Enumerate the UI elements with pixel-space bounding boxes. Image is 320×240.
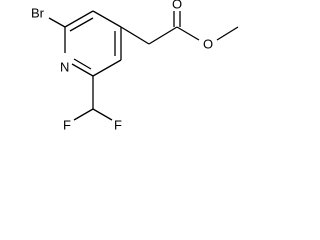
- bond-c3-c2: [92, 59, 122, 77]
- pyridine-ring: [64, 10, 122, 77]
- bond-c2-n1: [71, 63, 94, 77]
- bond-c-f-right: [92, 108, 113, 121]
- bond-c6-c5: [64, 10, 94, 28]
- structure-canvas: Br N O O F F: [31, 0, 239, 133]
- bond-c5-c4: [92, 10, 122, 28]
- carbonyl-oxygen-label: O: [172, 0, 182, 12]
- bond-c3-ch2: [120, 26, 150, 45]
- fluorine-right-label: F: [114, 118, 122, 133]
- bond-c-o-ester: [176, 26, 200, 41]
- bond-ch2-c-carbonyl: [148, 26, 178, 45]
- bond-c6-c5-inner: [69, 17, 94, 32]
- bond-c6-br: [48, 17, 66, 28]
- fluorine-left-label: F: [63, 118, 71, 133]
- bond-c2-n1-inner: [73, 58, 92, 70]
- atom-labels: Br N O O F F: [31, 0, 213, 133]
- ester-oxygen-label: O: [203, 37, 213, 52]
- bond-c-f-left: [73, 108, 94, 121]
- nitrogen-label: N: [60, 60, 69, 75]
- difluoromethyl-group: [73, 76, 113, 121]
- bond-o-methyl: [216, 26, 239, 41]
- ester-side-chain: [120, 11, 239, 45]
- bromine-label: Br: [31, 6, 45, 21]
- molecule-structure: Br N O O F F: [31, 0, 239, 133]
